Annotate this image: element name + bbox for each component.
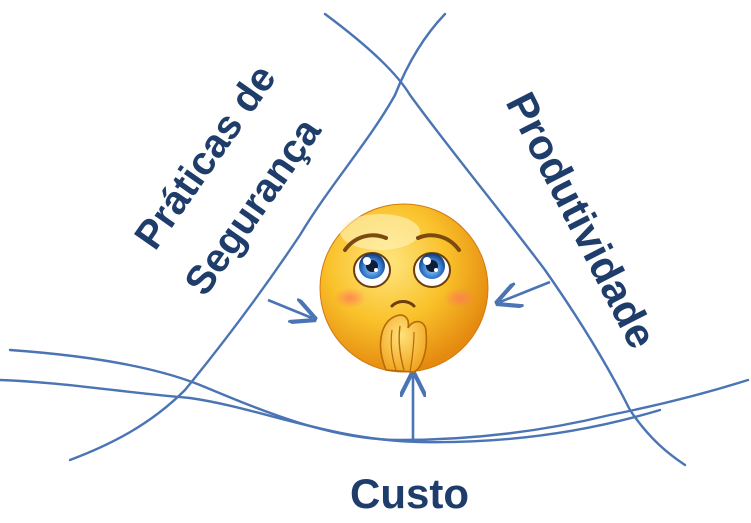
label-produtividade: Produtividade — [497, 85, 666, 356]
arrow-from-right — [500, 280, 551, 302]
label-right: Produtividade — [497, 85, 666, 356]
triangle-lines — [0, 12, 750, 467]
bottom-line-2 — [0, 378, 662, 444]
arrows — [267, 280, 551, 440]
left-line — [68, 12, 447, 462]
arrow-from-left — [267, 300, 312, 318]
label-custo: Custo — [350, 470, 469, 517]
worried-pleading-emoji-icon — [319, 203, 489, 373]
